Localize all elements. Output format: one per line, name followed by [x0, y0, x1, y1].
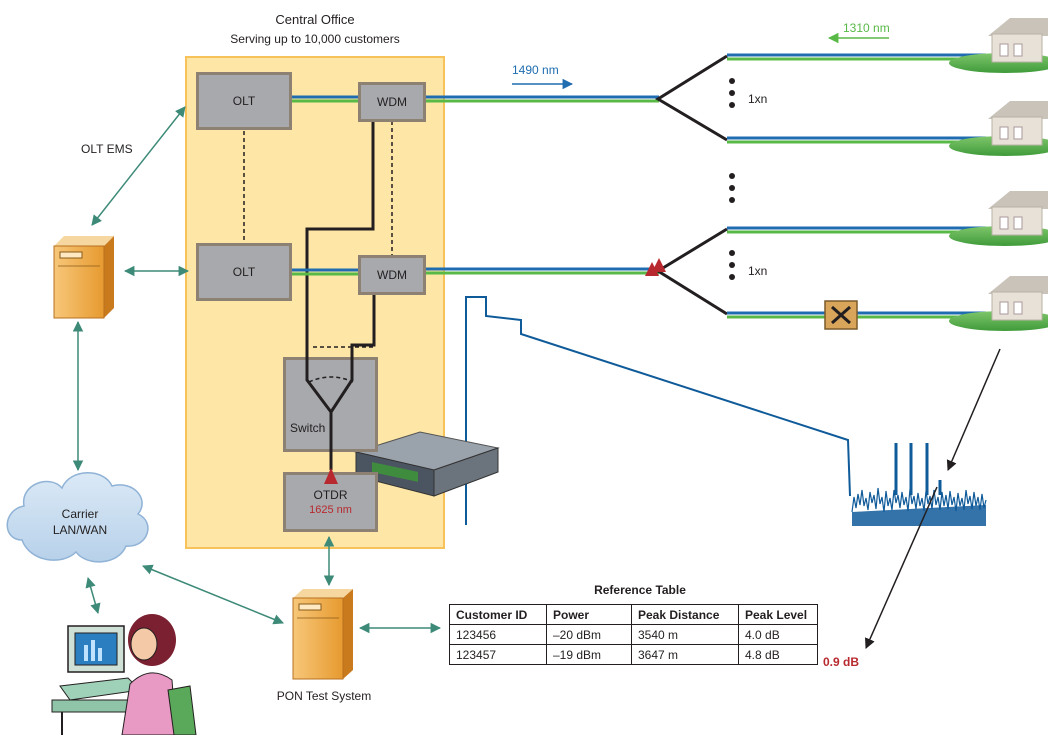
pon-test-system-label: PON Test System	[276, 689, 372, 703]
otdr-box: OTDR 1625 nm	[283, 472, 378, 532]
table-header: Customer ID	[449, 604, 547, 625]
carrier-label-line1: Carrier	[61, 507, 99, 521]
carrier-cloud-icon	[6, 472, 149, 563]
table-row: 123456 –20 dBm 3540 m 4.0 dB	[449, 624, 818, 645]
table-cell: 123456	[449, 624, 547, 645]
splitter-top	[655, 54, 728, 142]
olt-box-top: OLT	[196, 72, 292, 130]
table-header: Power	[546, 604, 632, 625]
carrier-label-line2: LAN/WAN	[52, 523, 108, 537]
olt-ems-server-icon	[53, 236, 114, 319]
fiber-olt-wdm-bottom	[290, 268, 358, 276]
central-office-subtitle: Serving up to 10,000 customers	[230, 32, 400, 46]
fiber-olt-wdm-top	[290, 95, 358, 103]
house-icon-1	[949, 18, 1048, 73]
olt-box-bottom: OLT	[196, 243, 292, 301]
ellipsis-icon	[729, 173, 735, 209]
switch-box: Switch	[283, 357, 378, 452]
operator-at-computer-icon	[51, 614, 197, 735]
feeder-fiber-top	[426, 95, 659, 103]
fault-arrow-1	[946, 348, 1001, 471]
reference-table: Customer ID Power Peak Distance Peak Lev…	[449, 604, 818, 665]
splitter-bottom	[655, 227, 728, 316]
pon-test-system-server-icon	[292, 589, 353, 680]
house-icon-2	[949, 101, 1048, 156]
feeder-fiber-bottom	[426, 267, 659, 275]
connector-arrows	[72, 106, 442, 634]
ellipsis-icon	[729, 78, 735, 114]
table-header: Peak Level	[738, 604, 818, 625]
otdr-peaks	[894, 443, 942, 495]
table-cell: 4.0 dB	[738, 624, 818, 645]
otdr-trace	[465, 296, 851, 525]
table-cell: 3540 m	[631, 624, 739, 645]
reference-table-title: Reference Table	[594, 583, 686, 597]
table-cell: –19 dBm	[546, 644, 632, 665]
central-office-title: Central Office	[275, 12, 355, 27]
wdm-box-top: WDM	[358, 82, 426, 122]
wdm-box-bottom: WDM	[358, 255, 426, 295]
otdr-instrument-icon	[354, 431, 500, 497]
table-cell: 3647 m	[631, 644, 739, 665]
ellipsis-icon	[729, 250, 735, 286]
upstream-wavelength-label: 1310 nm	[843, 21, 890, 35]
table-header: Peak Distance	[631, 604, 739, 625]
splitter-top-label: 1xn	[748, 92, 768, 106]
splitter-bottom-label: 1xn	[748, 264, 768, 278]
downstream-wavelength-label: 1490 nm	[512, 63, 559, 77]
fault-x-icon	[824, 300, 858, 330]
otdr-noise-floor	[851, 487, 987, 526]
fault-loss-label: 0.9 dB	[823, 655, 860, 669]
table-cell: 4.8 dB	[738, 644, 818, 665]
table-cell: 123457	[449, 644, 547, 665]
house-icon-3	[949, 191, 1048, 246]
reflection-marker-icon	[645, 258, 666, 276]
table-row: 123457 –19 dBm 3647 m 4.8 dB	[449, 644, 818, 665]
olt-ems-label: OLT EMS	[81, 142, 133, 156]
fault-arrow-2	[865, 486, 938, 649]
table-cell: –20 dBm	[546, 624, 632, 645]
house-icon-4	[949, 276, 1048, 331]
